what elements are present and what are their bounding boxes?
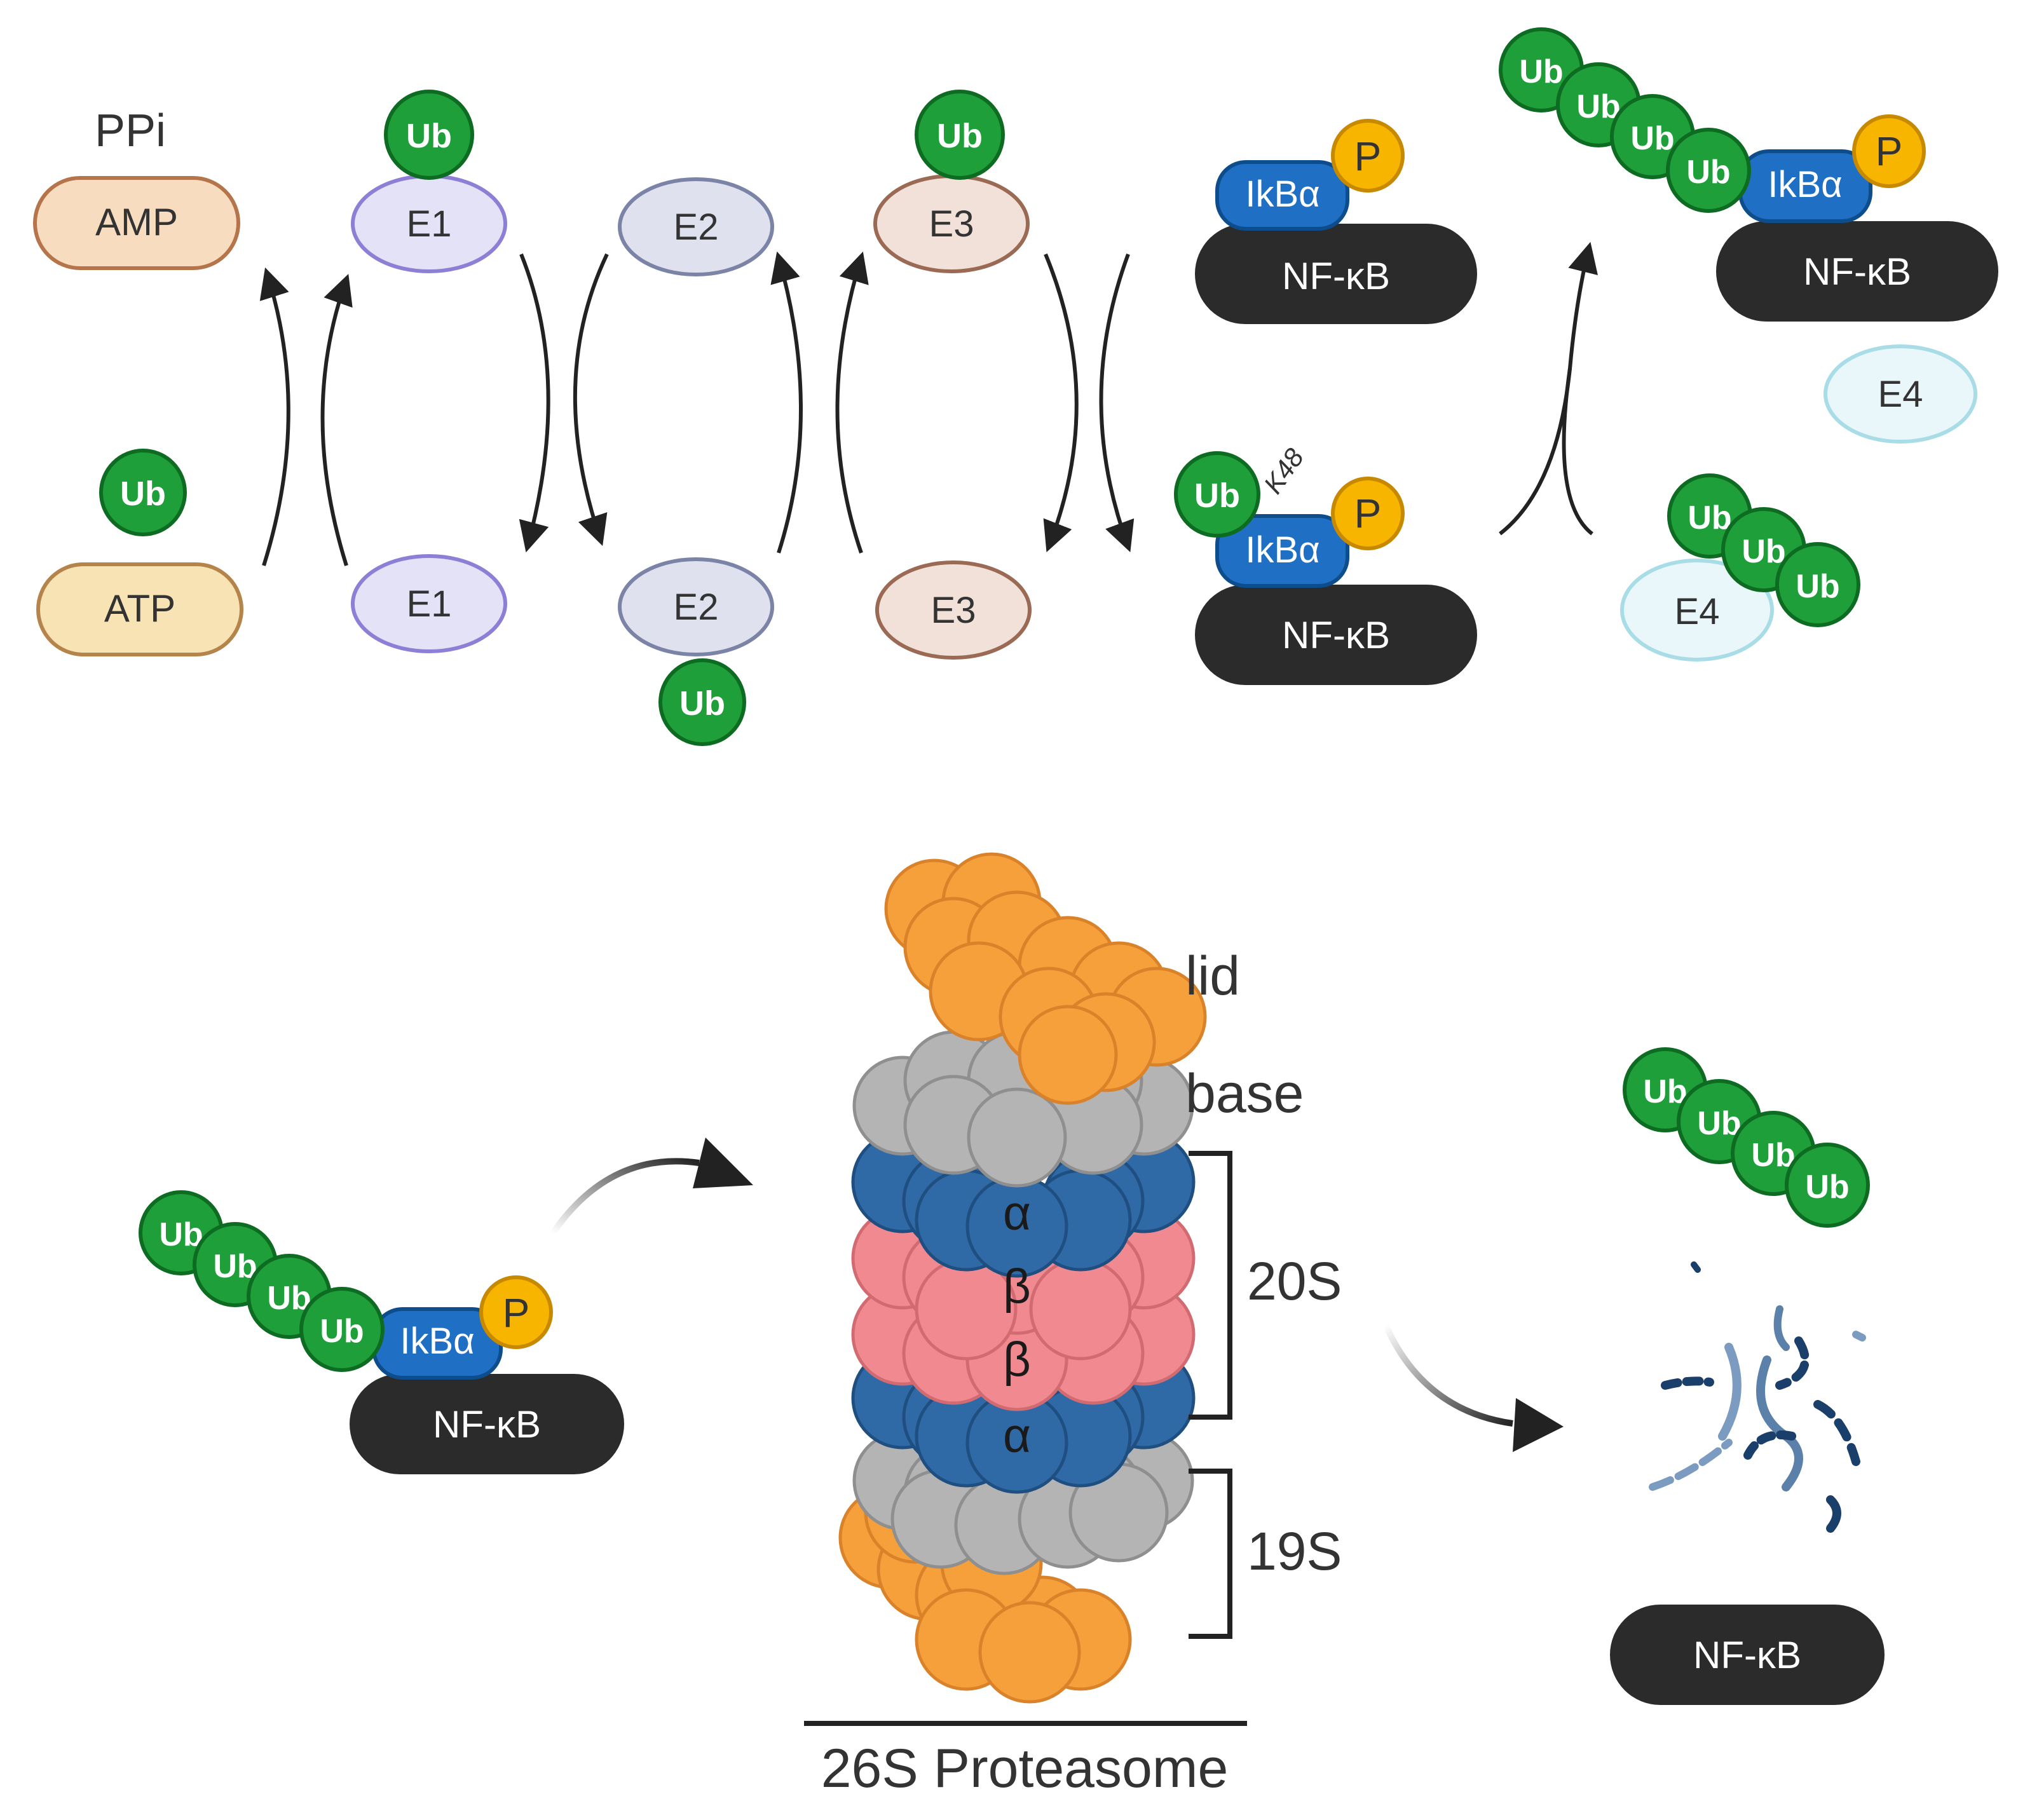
svg-text:E3: E3 bbox=[929, 203, 974, 245]
amp-pill: AMP bbox=[33, 176, 240, 270]
label-20s: 20S bbox=[1247, 1251, 1342, 1311]
svg-text:Ub: Ub bbox=[120, 475, 166, 513]
beta-bead bbox=[1029, 1258, 1132, 1361]
base-label: base bbox=[1185, 1063, 1304, 1124]
atp-pill: ATP bbox=[36, 562, 243, 656]
svg-text:IkBα: IkBα bbox=[1245, 173, 1319, 215]
e4-ub-chain: E4 Ub Ub Ub bbox=[1620, 473, 1860, 662]
svg-text:Ub: Ub bbox=[1194, 477, 1240, 515]
svg-text:Ub: Ub bbox=[1805, 1169, 1849, 1205]
bracket-20s bbox=[1189, 1151, 1232, 1420]
e4-free: E4 bbox=[1824, 344, 1977, 444]
substrate-mono-ub: NF-κB IkBα P Ub K48 bbox=[1174, 442, 1477, 685]
label-19s: 19S bbox=[1247, 1521, 1342, 1581]
svg-text:IkBα: IkBα bbox=[400, 1321, 474, 1362]
beta-label-upper: β bbox=[1003, 1260, 1031, 1314]
e1-ub-top: E1 Ub bbox=[351, 90, 507, 273]
e1-bottom: E1 bbox=[351, 554, 507, 653]
lid-bead bbox=[1018, 1005, 1118, 1105]
svg-text:Ub: Ub bbox=[406, 117, 452, 155]
svg-text:IkBα: IkBα bbox=[1768, 164, 1842, 205]
svg-text:NF-κB: NF-κB bbox=[433, 1403, 541, 1446]
svg-text:Ub: Ub bbox=[1697, 1105, 1741, 1142]
svg-text:P: P bbox=[1354, 133, 1382, 179]
svg-text:E4: E4 bbox=[1675, 591, 1720, 632]
e2-top: E2 bbox=[618, 177, 774, 276]
arrow-from-proteasome bbox=[1382, 1323, 1513, 1427]
cascade-arrows bbox=[259, 241, 1598, 566]
proteasome-title: 26S Proteasome bbox=[821, 1738, 1229, 1799]
svg-text:NF-κB: NF-κB bbox=[1282, 614, 1390, 656]
svg-text:NF-κB: NF-κB bbox=[1282, 255, 1390, 297]
e3-bottom: E3 bbox=[875, 560, 1032, 660]
svg-text:Ub: Ub bbox=[1751, 1137, 1795, 1174]
svg-text:Ub: Ub bbox=[1686, 154, 1730, 191]
svg-text:Ub: Ub bbox=[1630, 120, 1674, 157]
svg-text:Ub: Ub bbox=[1742, 533, 1785, 570]
svg-text:Ub: Ub bbox=[213, 1248, 257, 1285]
svg-text:NF-κB: NF-κB bbox=[1803, 250, 1911, 293]
atp-label: ATP bbox=[104, 587, 175, 630]
released-ub-chain: Ub Ub Ub Ub bbox=[1623, 1047, 1870, 1228]
ub-atp: Ub bbox=[99, 449, 187, 536]
svg-text:E1: E1 bbox=[407, 583, 452, 625]
svg-text:Ub: Ub bbox=[1796, 568, 1839, 605]
svg-text:E1: E1 bbox=[407, 203, 452, 245]
svg-text:Ub: Ub bbox=[1519, 53, 1563, 90]
svg-text:Ub: Ub bbox=[1576, 88, 1620, 125]
svg-text:E3: E3 bbox=[931, 590, 976, 631]
svg-text:E2: E2 bbox=[674, 207, 719, 248]
svg-text:Ub: Ub bbox=[1687, 499, 1731, 536]
arrow-to-proteasome bbox=[550, 1158, 700, 1235]
bracket-19s bbox=[1189, 1469, 1232, 1639]
alpha-label-bottom: α bbox=[1003, 1409, 1031, 1463]
svg-text:P: P bbox=[1354, 491, 1382, 536]
alpha-label-top: α bbox=[1003, 1186, 1031, 1240]
ppi-label: PPi bbox=[95, 105, 166, 156]
k48-label: K48 bbox=[1258, 442, 1310, 499]
svg-text:Ub: Ub bbox=[320, 1313, 364, 1350]
arrow-from-proteasome-head bbox=[1513, 1398, 1564, 1452]
svg-text:Ub: Ub bbox=[159, 1216, 203, 1253]
svg-text:NF-κB: NF-κB bbox=[1693, 1634, 1801, 1676]
svg-text:E4: E4 bbox=[1878, 374, 1923, 415]
e2-ub-bottom: E2 Ub bbox=[618, 557, 774, 746]
e3-ub-top: E3 Ub bbox=[873, 90, 1030, 273]
svg-text:Ub: Ub bbox=[679, 684, 725, 723]
beta-label-lower: β bbox=[1003, 1333, 1031, 1387]
substrate-top: NF-κB IkBα P bbox=[1195, 119, 1477, 324]
free-nfkb: NF-κB bbox=[1610, 1605, 1885, 1705]
substrate-polyub-bottom: NF-κB IkBα P Ub Ub Ub Ub bbox=[139, 1190, 624, 1474]
svg-text:E2: E2 bbox=[674, 587, 719, 628]
arrow-to-proteasome-head bbox=[693, 1138, 753, 1188]
lid-label: lid bbox=[1185, 946, 1240, 1007]
substrate-polyub-top: NF-κB IkBα P Ub Ub Ub Ub bbox=[1499, 27, 1998, 322]
base-bead bbox=[967, 1087, 1067, 1188]
lid-bead bbox=[978, 1601, 1081, 1704]
amp-label: AMP bbox=[95, 201, 178, 243]
peptide-fragments bbox=[1649, 1261, 1866, 1533]
svg-text:P: P bbox=[503, 1290, 530, 1336]
svg-text:IkBα: IkBα bbox=[1245, 529, 1319, 571]
svg-text:Ub: Ub bbox=[937, 117, 983, 155]
svg-text:Ub: Ub bbox=[1643, 1073, 1687, 1110]
svg-text:P: P bbox=[1876, 128, 1903, 174]
